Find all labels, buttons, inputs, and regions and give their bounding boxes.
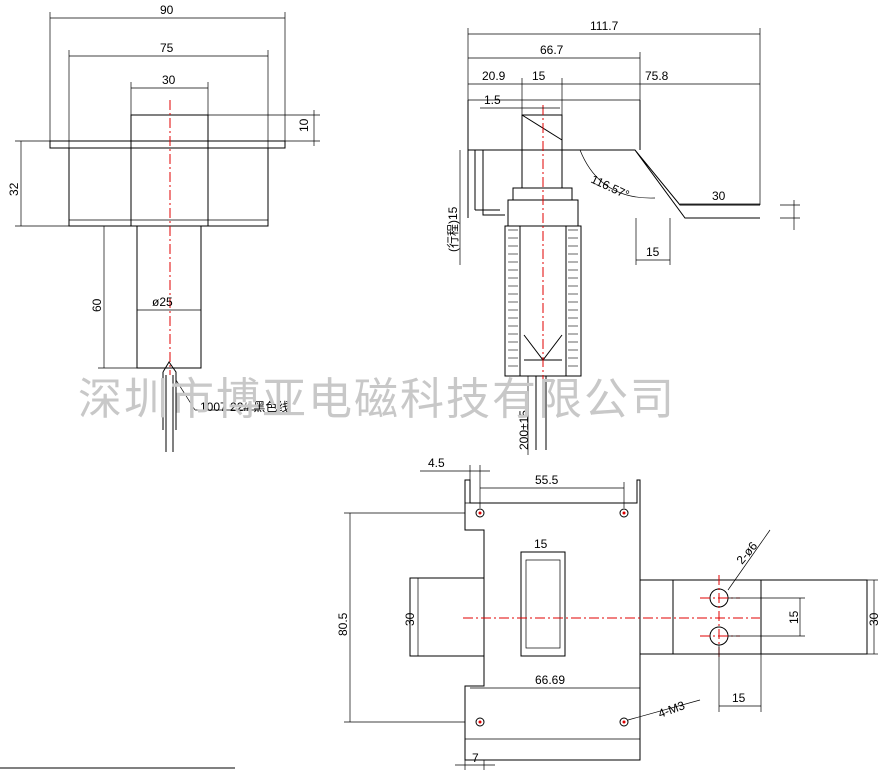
bottom-left-stub xyxy=(409,577,485,657)
dim-stroke: (行程)15 xyxy=(445,206,460,252)
front-wire xyxy=(162,361,177,452)
side-coil-hatch xyxy=(508,229,578,367)
dim-75-8: 75.8 xyxy=(645,69,669,83)
dim-15-side: 15 xyxy=(646,245,660,259)
front-body xyxy=(68,147,269,227)
dim-angle: 116.57° xyxy=(589,172,632,202)
dim-66-69: 66.69 xyxy=(535,673,565,687)
side-view: 111.7 66.7 20.9 15 75.8 1.5 116.57° 30 1… xyxy=(445,19,800,455)
dim-2-d6: 2-ø6 xyxy=(734,539,761,567)
screw-hole-br xyxy=(619,717,629,727)
angle-arc xyxy=(579,149,656,199)
dim-4-m3: 4-M3 xyxy=(656,698,687,721)
dim-30-side: 30 xyxy=(712,189,726,203)
bottom-plate xyxy=(464,479,641,761)
side-wire xyxy=(535,376,547,450)
dim-90: 90 xyxy=(160,3,174,17)
side-bracket xyxy=(467,100,760,219)
front-stem xyxy=(136,225,202,369)
screw-hole-tl xyxy=(475,508,485,518)
bottom-view: 4.5 55.5 15 30 80.5 66.69 7 4-M3 2-ø6 15… xyxy=(336,456,881,770)
screw-hole-bl xyxy=(475,717,485,727)
dim-32: 32 xyxy=(7,182,21,196)
wire-label: 1007 22# 黑色线 xyxy=(200,400,289,414)
dim-66-7: 66.7 xyxy=(540,43,564,57)
dim-60: 60 xyxy=(90,298,104,312)
watermark: 深圳市博亚电磁科技有限公司 xyxy=(78,374,676,425)
side-plunger xyxy=(521,114,563,189)
dim-30-left: 30 xyxy=(403,612,417,626)
dim-7: 7 xyxy=(472,751,479,765)
dim-d25: ø25 xyxy=(152,295,173,309)
front-view: 90 75 30 10 32 60 ø25 1007 22# 黑色线 xyxy=(7,3,320,452)
dim-wire-len: 200±15 xyxy=(517,410,531,450)
dim-15-slot: 15 xyxy=(534,537,548,551)
dim-30: 30 xyxy=(162,73,176,87)
bottom-slot xyxy=(520,551,566,657)
screw-hole-tr xyxy=(619,508,629,518)
dim-55-5: 55.5 xyxy=(535,473,559,487)
bottom-arm xyxy=(672,579,762,655)
dim-80-5: 80.5 xyxy=(336,612,350,636)
dim-15-top: 15 xyxy=(532,69,546,83)
dim-75: 75 xyxy=(160,41,174,55)
dim-10: 10 xyxy=(297,118,311,132)
front-mount-plate xyxy=(49,140,286,149)
dim-30-arm: 30 xyxy=(867,612,881,626)
dim-15-pitch: 15 xyxy=(787,610,801,624)
dim-1-5: 1.5 xyxy=(484,93,501,107)
dim-20-9: 20.9 xyxy=(482,69,506,83)
dim-4-5: 4.5 xyxy=(428,456,445,470)
dim-111-7: 111.7 xyxy=(590,19,619,33)
bottom-arm-neck xyxy=(639,579,674,655)
dim-15-arm: 15 xyxy=(732,691,746,705)
